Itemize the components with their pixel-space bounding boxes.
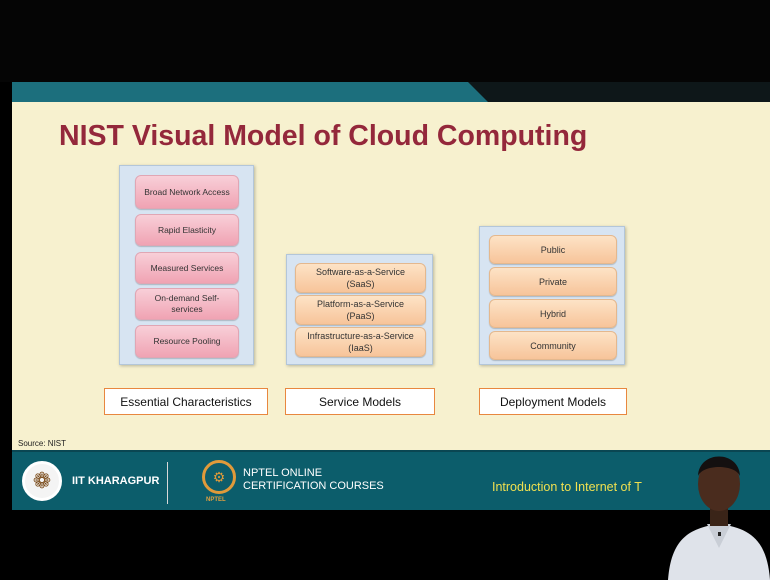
deployment-models-label: Deployment Models — [479, 388, 627, 415]
institute-name: IIT KHARAGPUR — [72, 475, 160, 487]
slide-header-band-dark — [468, 82, 770, 102]
footer-divider — [167, 462, 168, 504]
deployment-models-panel: Public Private Hybrid Community — [479, 226, 625, 365]
service-item: Platform-as-a-Service (PaaS) — [295, 295, 426, 325]
deployment-item: Private — [489, 267, 617, 296]
essential-item: On-demand Self-services — [135, 288, 239, 320]
service-item: Software-as-a-Service (SaaS) — [295, 263, 426, 293]
service-models-label: Service Models — [285, 388, 435, 415]
nptel-logo-icon: ⚙ — [202, 460, 236, 494]
deployment-item: Public — [489, 235, 617, 264]
essential-characteristics-panel: Broad Network Access Rapid Elasticity Me… — [119, 165, 254, 365]
source-note: Source: NIST — [18, 439, 67, 448]
essential-item: Measured Services — [135, 252, 239, 284]
nptel-line-1: NPTEL ONLINE — [243, 467, 323, 479]
slide-title: NIST Visual Model of Cloud Computing — [59, 120, 588, 152]
iit-kharagpur-logo-icon: ❁ — [22, 461, 62, 501]
presenter-video — [663, 420, 770, 580]
service-models-panel: Software-as-a-Service (SaaS) Platform-as… — [286, 254, 433, 365]
deployment-item: Hybrid — [489, 299, 617, 328]
deployment-item: Community — [489, 331, 617, 360]
course-title: Introduction to Internet of T — [492, 480, 642, 494]
essential-item: Broad Network Access — [135, 175, 239, 209]
essential-item: Rapid Elasticity — [135, 214, 239, 246]
footer-banner: ❁ IIT KHARAGPUR ⚙ NPTEL NPTEL ONLINE CER… — [12, 450, 770, 510]
presenter-figure-icon — [668, 456, 770, 580]
nptel-line-2: CERTIFICATION COURSES — [243, 480, 384, 492]
service-item: Infrastructure-as-a-Service (IaaS) — [295, 327, 426, 357]
slide: NIST Visual Model of Cloud Computing Bro… — [12, 102, 770, 450]
essential-characteristics-label: Essential Characteristics — [104, 388, 268, 415]
video-top-bar — [0, 0, 770, 82]
essential-item: Resource Pooling — [135, 325, 239, 358]
nptel-logo-caption: NPTEL — [206, 497, 226, 503]
